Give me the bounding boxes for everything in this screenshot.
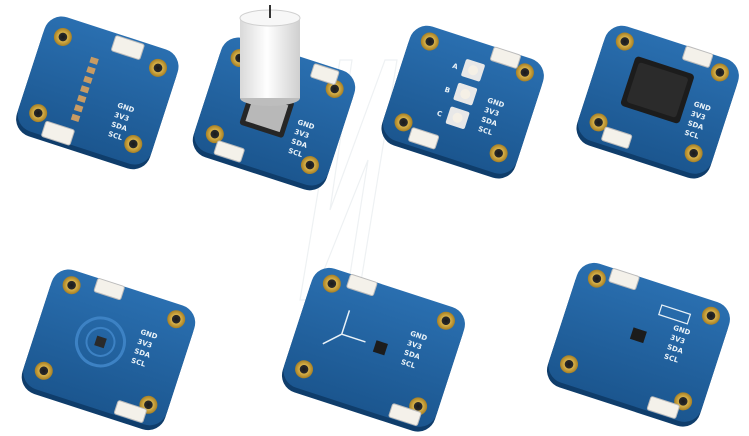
button-letter-a: A bbox=[451, 62, 459, 71]
rotary-knob-cap bbox=[239, 5, 301, 106]
board-imu: GND 3V3 SDA SCL bbox=[281, 267, 465, 432]
ruler-glyph bbox=[658, 304, 692, 325]
board-temperature: GND 3V3 SDA SCL bbox=[21, 269, 196, 431]
board-rotary-knob: GND 3V3 SDA SCL bbox=[192, 37, 356, 191]
watermark-logo bbox=[299, 59, 398, 301]
connector-top bbox=[111, 35, 145, 60]
board-buttons: A B C GND 3V3 SDA SCL bbox=[381, 25, 544, 179]
led-row bbox=[70, 56, 99, 122]
distance-sensor-chip bbox=[629, 327, 647, 344]
board-distance: GND 3V3 SDA SCL bbox=[546, 262, 730, 427]
imu-chip bbox=[372, 340, 388, 356]
sensor-ring bbox=[74, 316, 126, 368]
push-button-c bbox=[445, 106, 470, 129]
board-buzzer: GND 3V3 SDA SCL bbox=[576, 25, 739, 179]
connector-bottom bbox=[41, 120, 75, 146]
temperature-sensor-chip bbox=[94, 335, 107, 349]
board-led-bar: GND 3V3 SDA SCL bbox=[16, 16, 179, 170]
button-letter-c: C bbox=[436, 109, 443, 118]
push-button-a bbox=[461, 59, 485, 82]
push-button-b bbox=[453, 82, 478, 106]
axis-glyph bbox=[322, 310, 366, 345]
button-letter-b: B bbox=[443, 86, 451, 95]
